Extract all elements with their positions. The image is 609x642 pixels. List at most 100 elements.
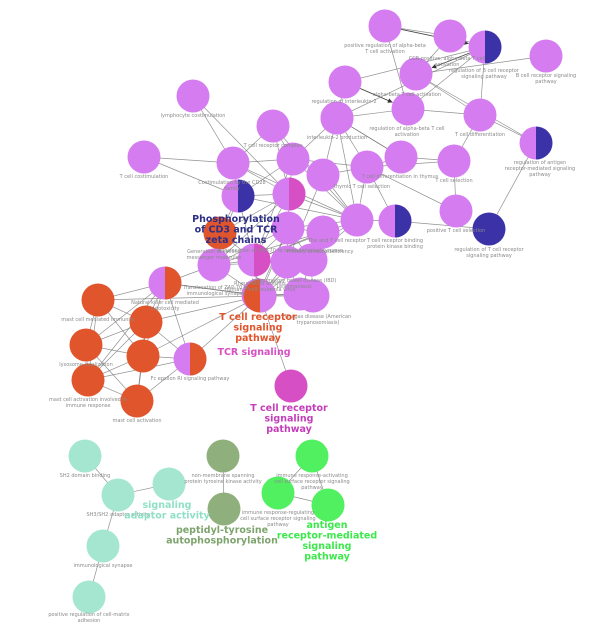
node-n44[interactable] [71, 363, 105, 397]
node-n45[interactable] [120, 384, 154, 418]
node-n27[interactable] [203, 216, 237, 250]
node-n56[interactable] [311, 488, 345, 522]
node-circle[interactable] [328, 65, 362, 99]
node-n14[interactable] [127, 140, 161, 174]
node-circle[interactable] [529, 39, 563, 73]
node-circle[interactable] [152, 467, 186, 501]
node-circle[interactable] [86, 529, 120, 563]
node-n42[interactable] [126, 339, 160, 373]
node-circle[interactable] [439, 194, 473, 228]
node-n22[interactable] [472, 212, 506, 246]
node-n6[interactable] [328, 65, 362, 99]
node-circle[interactable] [340, 203, 374, 237]
node-circle[interactable] [71, 363, 105, 397]
node-n7[interactable] [391, 92, 425, 126]
node-n23[interactable] [378, 204, 412, 238]
node-circle[interactable] [311, 488, 345, 522]
node-n3[interactable] [468, 30, 502, 64]
node-circle[interactable] [81, 283, 115, 317]
node-n9[interactable] [463, 98, 497, 132]
node-n11[interactable] [320, 101, 354, 135]
node-n43[interactable] [173, 342, 207, 376]
node-circle[interactable] [399, 57, 433, 91]
node-circle[interactable] [207, 492, 241, 526]
node-circle[interactable] [270, 245, 304, 279]
node-circle[interactable] [433, 19, 467, 53]
node-n5[interactable] [399, 57, 433, 91]
node-circle[interactable] [306, 158, 340, 192]
node-n28[interactable] [197, 248, 231, 282]
node-label-n50: immunological synapse [74, 563, 133, 569]
node-n48[interactable] [152, 467, 186, 501]
node-circle[interactable] [391, 92, 425, 126]
node-circle[interactable] [294, 243, 328, 277]
node-n29[interactable] [271, 211, 305, 245]
node-circle[interactable] [127, 140, 161, 174]
node-circle[interactable] [320, 101, 354, 135]
node-circle[interactable] [276, 142, 310, 176]
node-n54[interactable] [295, 439, 329, 473]
node-n20[interactable] [437, 144, 471, 178]
node-n24[interactable] [340, 203, 374, 237]
node-n15[interactable] [216, 146, 250, 180]
node-circle[interactable] [472, 212, 506, 246]
node-n13[interactable] [519, 126, 553, 160]
node-circle[interactable] [256, 109, 290, 143]
node-n53[interactable] [207, 492, 241, 526]
node-circle[interactable] [271, 211, 305, 245]
node-circle[interactable] [120, 384, 154, 418]
node-n25[interactable] [221, 179, 255, 213]
node-n40[interactable] [129, 305, 163, 339]
node-circle[interactable] [261, 476, 295, 510]
node-n33[interactable] [294, 243, 328, 277]
node-n49[interactable] [101, 478, 135, 512]
node-circle[interactable] [350, 150, 384, 184]
node-n41[interactable] [69, 328, 103, 362]
node-circle[interactable] [72, 580, 106, 614]
node-circle[interactable] [101, 478, 135, 512]
node-n55[interactable] [261, 476, 295, 510]
node-n4[interactable] [529, 39, 563, 73]
node-n46[interactable] [274, 369, 308, 403]
node-n12[interactable] [256, 109, 290, 143]
node-n10[interactable] [176, 79, 210, 113]
node-n51[interactable] [72, 580, 106, 614]
node-n21[interactable] [439, 194, 473, 228]
node-circle[interactable] [129, 305, 163, 339]
node-n1[interactable] [368, 9, 402, 43]
node-n17[interactable] [306, 158, 340, 192]
node-circle[interactable] [203, 216, 237, 250]
node-circle[interactable] [216, 146, 250, 180]
node-circle[interactable] [437, 144, 471, 178]
node-n16[interactable] [276, 142, 310, 176]
node-n26[interactable] [272, 177, 306, 211]
node-n52[interactable] [206, 439, 240, 473]
node-n32[interactable] [270, 245, 304, 279]
node-circle[interactable] [68, 439, 102, 473]
node-circle[interactable] [176, 79, 210, 113]
node-circle[interactable] [126, 339, 160, 373]
node-n18[interactable] [350, 150, 384, 184]
node-circle[interactable] [306, 215, 340, 249]
node-n2[interactable] [433, 19, 467, 53]
node-circle[interactable] [69, 328, 103, 362]
node-circle[interactable] [206, 439, 240, 473]
node-n47[interactable] [68, 439, 102, 473]
node-n31[interactable] [237, 243, 271, 277]
node-n34[interactable] [148, 266, 182, 300]
edge [143, 156, 239, 197]
node-n36[interactable] [243, 279, 277, 313]
node-circle[interactable] [274, 369, 308, 403]
node-circle[interactable] [384, 140, 418, 174]
node-circle[interactable] [296, 279, 330, 313]
node-n38[interactable] [296, 279, 330, 313]
node-circle[interactable] [295, 439, 329, 473]
node-n19[interactable] [384, 140, 418, 174]
node-circle[interactable] [463, 98, 497, 132]
node-n50[interactable] [86, 529, 120, 563]
node-circle[interactable] [368, 9, 402, 43]
node-n30[interactable] [306, 215, 340, 249]
node-n39[interactable] [81, 283, 115, 317]
node-circle[interactable] [197, 248, 231, 282]
